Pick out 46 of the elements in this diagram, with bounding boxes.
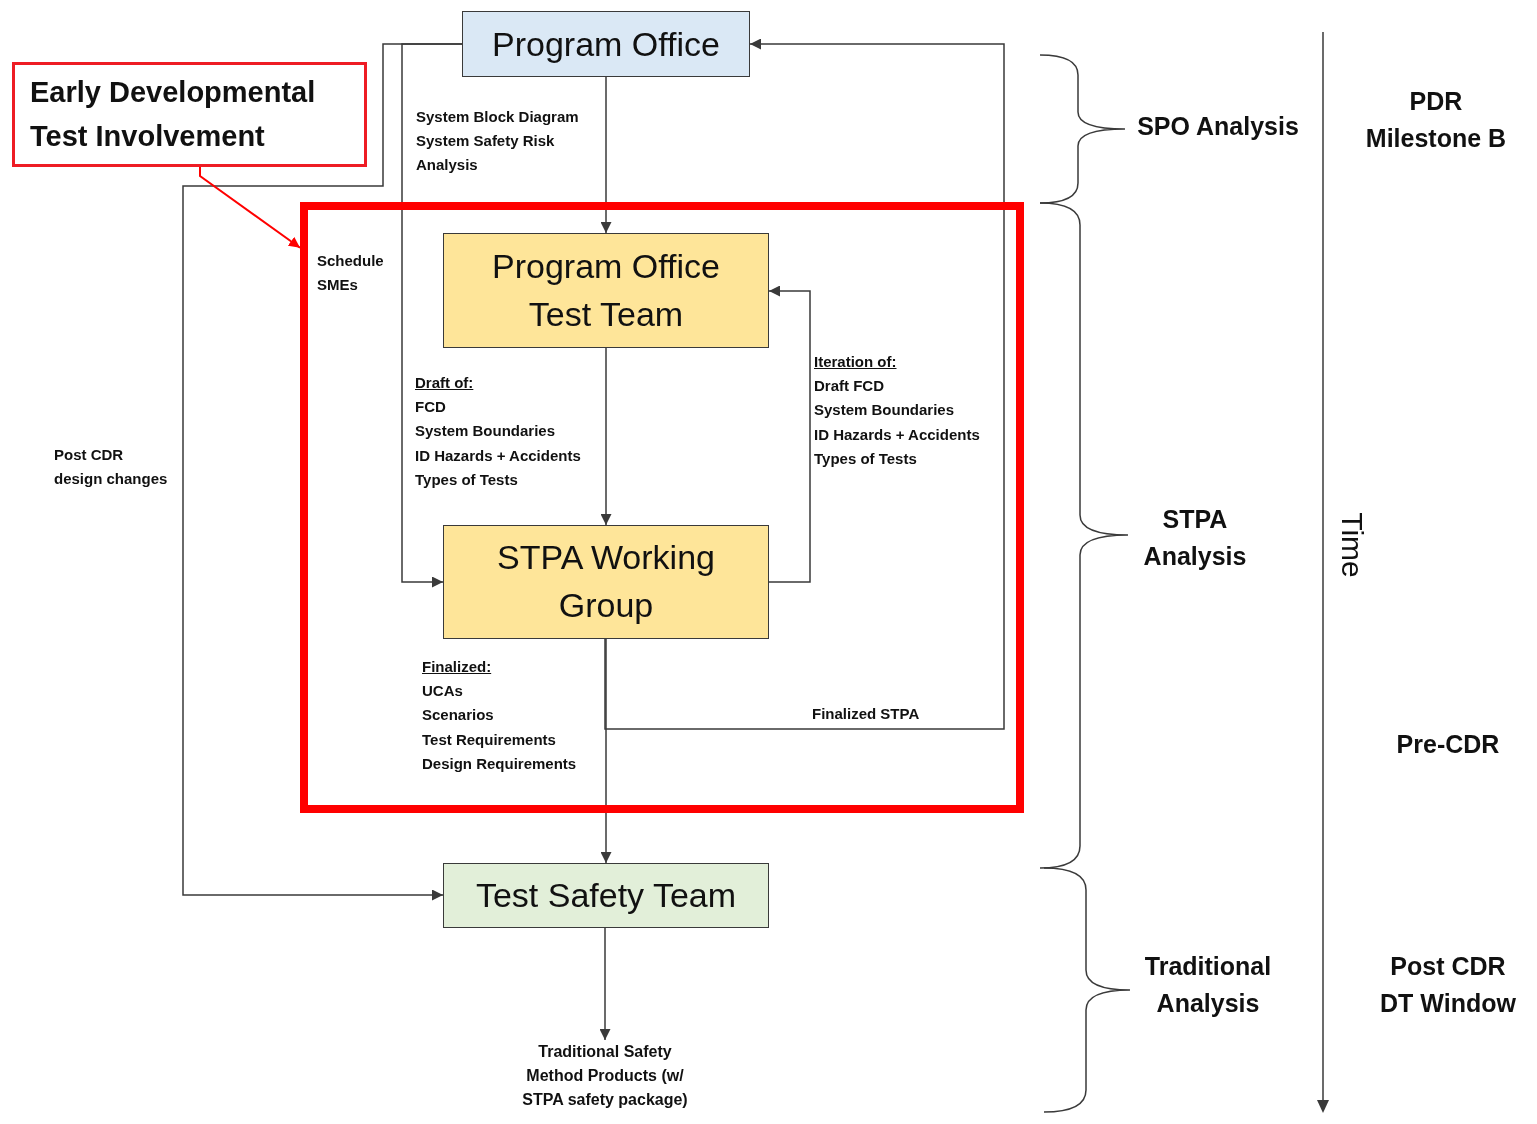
annotation-text: System Block Diagram — [416, 107, 579, 127]
list-heading: Finalized: — [422, 657, 492, 677]
section-label: SPO Analysis — [1136, 111, 1300, 142]
box-label: Early Developmental Test Involvement — [30, 75, 317, 154]
process-box — [462, 11, 750, 77]
pointer-arrow — [199, 166, 301, 249]
annotation-text: Schedule SMEs — [317, 251, 385, 295]
annotation-text: ID Hazards + Accidents — [415, 446, 581, 466]
annotation-text: Types of Tests — [814, 449, 917, 469]
section-label: Pre-CDR — [1395, 729, 1501, 760]
annotation-text: FCD — [415, 397, 446, 417]
list-heading: Iteration of: — [814, 352, 897, 372]
annotation-text: System Safety Risk Analysis — [416, 131, 556, 175]
section-label: Post CDR DT Window — [1379, 951, 1517, 1019]
annotation-text: Types of Tests — [415, 470, 518, 490]
connector-arrow — [600, 638, 612, 864]
annotation-text: Test Requirements — [422, 730, 556, 750]
annotation-text: UCAs — [422, 681, 463, 701]
connector-arrow — [600, 76, 612, 234]
connector-arrow — [604, 38, 1005, 730]
annotation-text: ID Hazards + Accidents — [814, 425, 980, 445]
highlight-frame — [300, 202, 1024, 813]
connector-arrow — [768, 285, 811, 583]
annotation-text: System Boundaries — [415, 421, 556, 441]
section-label: Traditional Analysis — [1143, 951, 1273, 1019]
connector-arrow — [600, 347, 612, 526]
process-box — [443, 233, 769, 348]
box-label: Test Safety Team — [475, 876, 737, 915]
annotation-text: Scenarios — [422, 705, 494, 725]
section-label: STPA Analysis — [1142, 504, 1248, 572]
section-label: PDR Milestone B — [1364, 86, 1508, 154]
annotation-text: Design Requirements — [422, 754, 577, 774]
box-label: STPA Working Group — [496, 537, 716, 626]
callout-box — [12, 62, 367, 167]
axis-label: Time — [1335, 512, 1369, 578]
process-box — [443, 525, 769, 639]
annotation-text: Draft FCD — [814, 376, 884, 396]
connector-arrow — [599, 927, 611, 1041]
list-heading: Draft of: — [415, 373, 474, 393]
connector-arrow — [182, 43, 463, 901]
process-box — [443, 863, 769, 928]
box-label: Program Office Test Team — [491, 245, 721, 335]
annotation-text: Post CDR design changes — [54, 445, 169, 489]
annotation-text: System Boundaries — [814, 400, 955, 420]
box-label: Program Office — [492, 24, 720, 64]
output-text: Traditional Safety Method Products (w/ STPA safety package) — [470, 1040, 740, 1118]
